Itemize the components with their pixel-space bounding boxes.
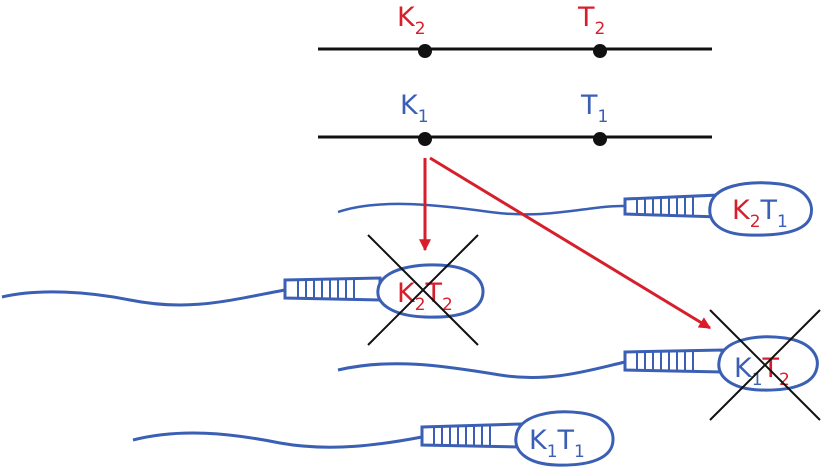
label-k2: K2 bbox=[397, 2, 426, 39]
sperm-k2t2-genotype: K2T2 bbox=[397, 278, 453, 315]
sperm-k2t1 bbox=[337, 181, 813, 237]
arrow-to-k1t2 bbox=[429, 156, 712, 330]
sperm-k1t1 bbox=[132, 410, 615, 467]
cross-mark-k2t2 bbox=[367, 234, 479, 346]
label-t1: T1 bbox=[580, 90, 608, 127]
sperm-k1t1-genotype: K1T1 bbox=[529, 425, 585, 462]
sperm-tail bbox=[132, 431, 423, 449]
sperm-k2t2 bbox=[1, 263, 485, 319]
chromosome-top: K2 T2 bbox=[318, 2, 712, 58]
sperm-head bbox=[708, 181, 813, 237]
locus-t1-dot bbox=[593, 132, 607, 146]
sperm-tail bbox=[1, 288, 286, 307]
sperm-head bbox=[514, 410, 615, 467]
label-k1: K1 bbox=[400, 90, 429, 127]
label-t2: T2 bbox=[577, 2, 605, 39]
sperm-tail bbox=[337, 360, 626, 379]
locus-k2-dot bbox=[418, 44, 432, 58]
locus-k1-dot bbox=[418, 132, 432, 146]
sperm-tail bbox=[337, 202, 626, 216]
sperm-head bbox=[376, 263, 485, 319]
cross-mark-k1t2 bbox=[709, 309, 821, 421]
arrows bbox=[419, 156, 712, 330]
locus-t2-dot bbox=[593, 44, 607, 58]
chromosome-bottom: K1 T1 bbox=[318, 90, 712, 146]
sperm-k2t1-genotype: K2T1 bbox=[732, 195, 788, 232]
sperm-k1t2 bbox=[337, 335, 819, 392]
